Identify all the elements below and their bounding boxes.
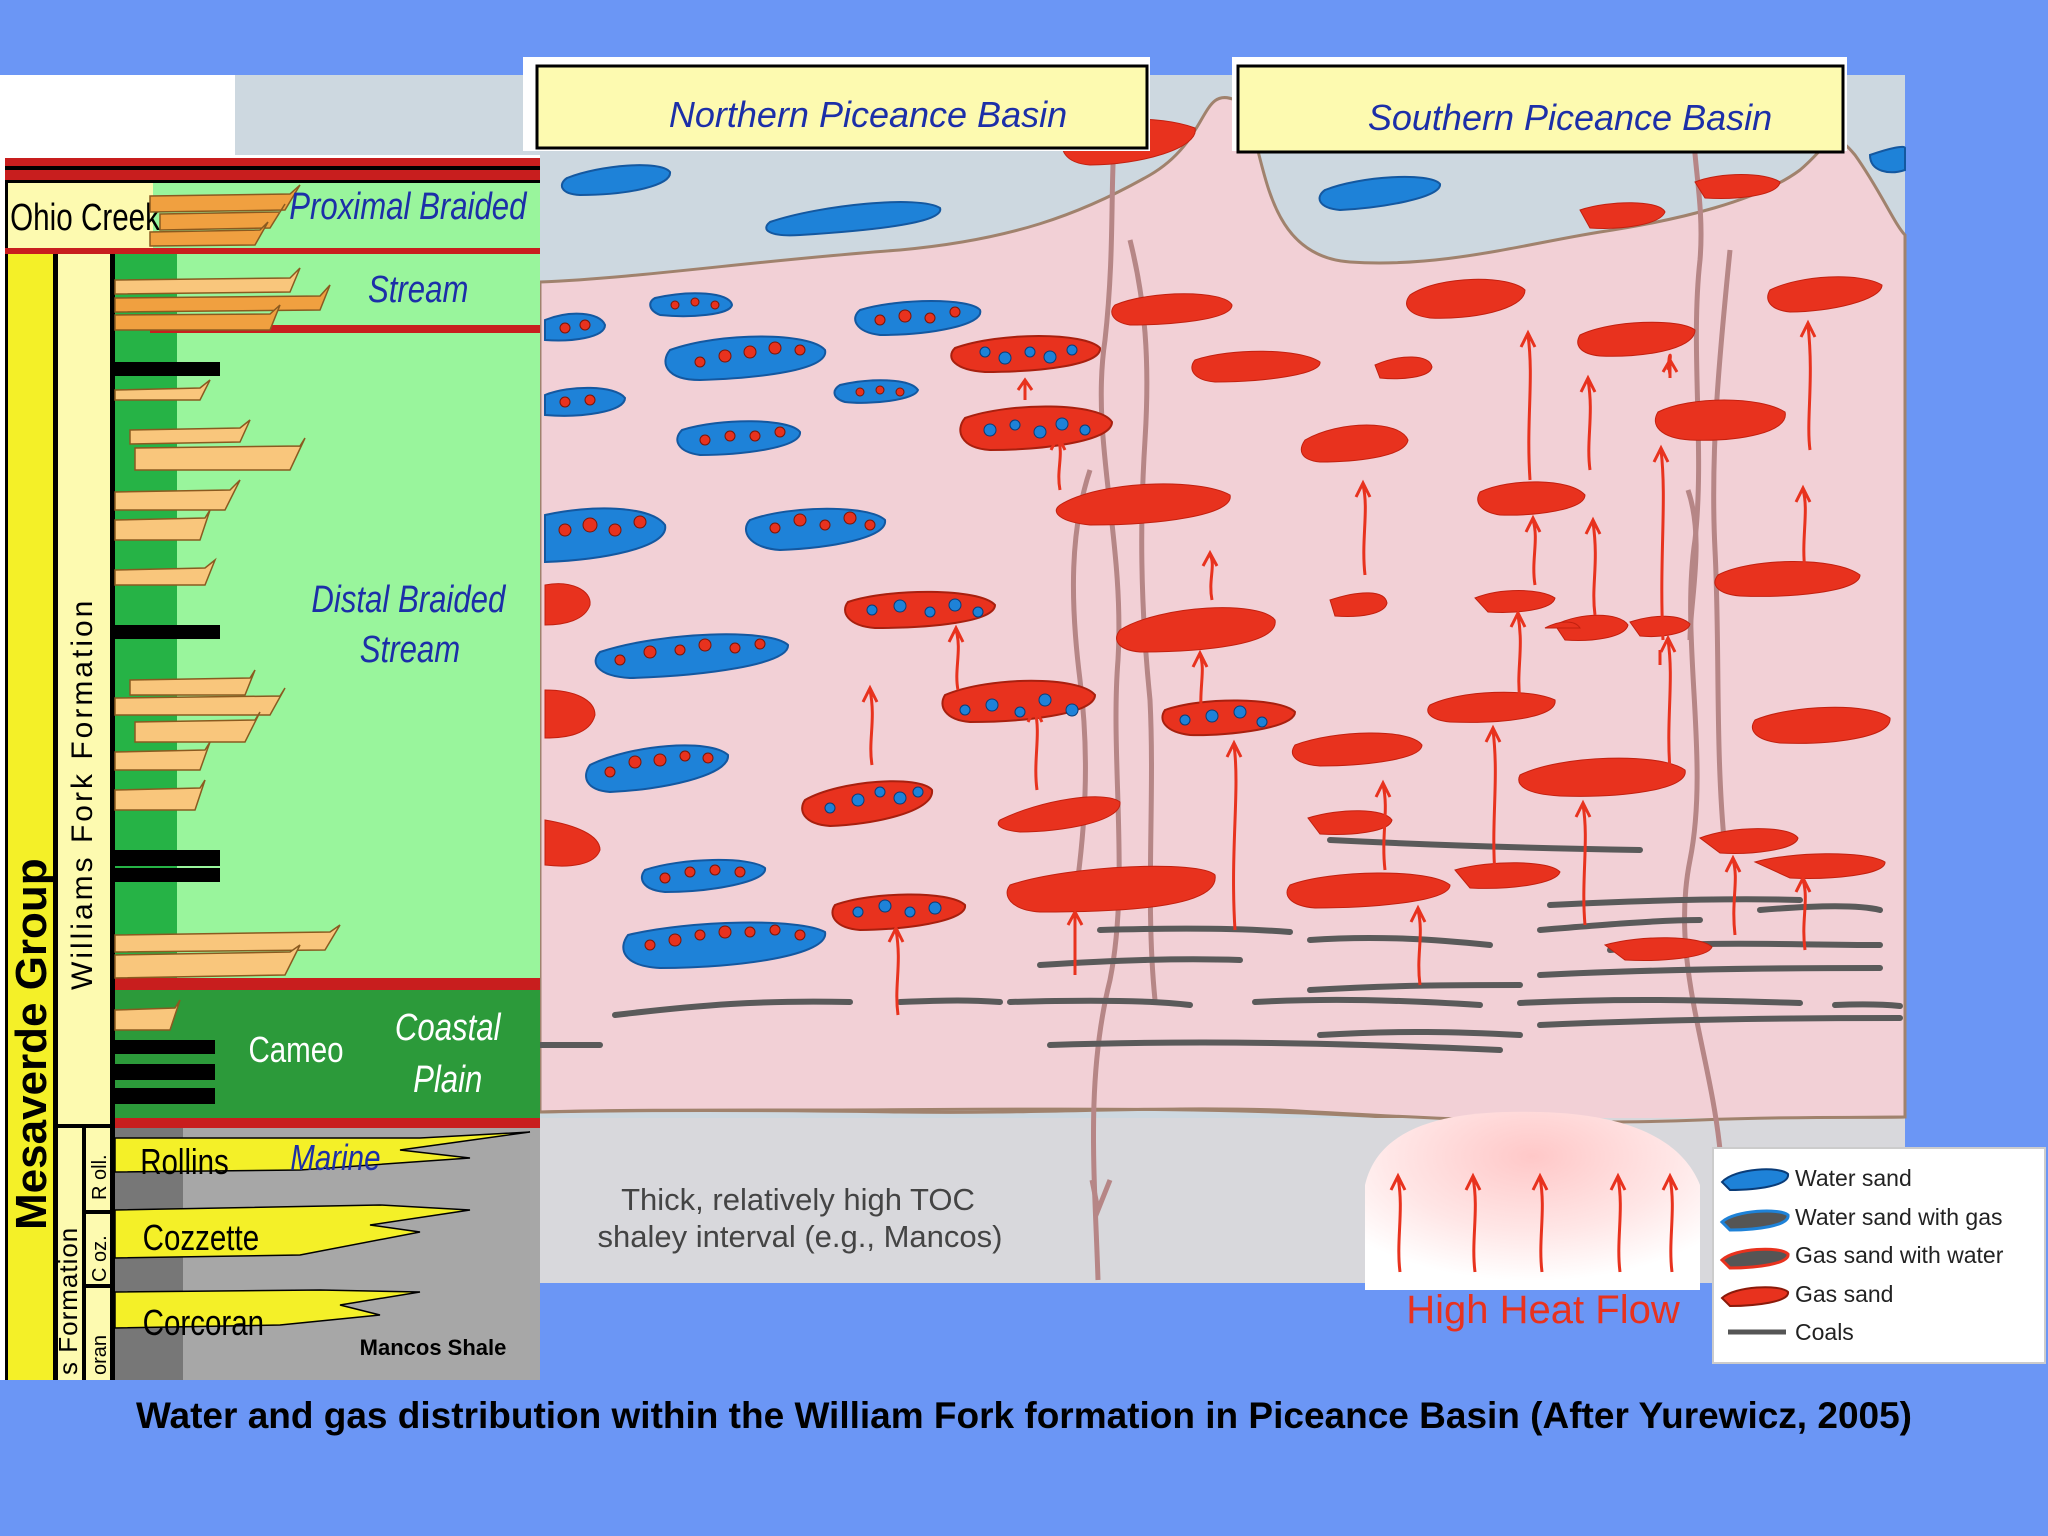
- heat-flow-label: High Heat Flow: [1406, 1288, 1680, 1332]
- top-strip: [0, 75, 235, 155]
- distal-braided-label-2: Stream: [360, 629, 460, 671]
- water-sand-gas: [649, 292, 734, 318]
- legend-swatch-gas-sand: [1720, 1286, 1789, 1308]
- water-sand: [560, 164, 671, 197]
- water-sand-gas: [854, 300, 982, 337]
- title-south: Southern Piceance Basin: [1368, 97, 1772, 138]
- legend-label: Water sand with gas: [1795, 1204, 2003, 1230]
- distal-braided-label-1: Distal Braided: [311, 579, 506, 621]
- heat-flow-zone: [1365, 1111, 1700, 1290]
- water-sands: [544, 145, 1906, 970]
- legend-label: Gas sand: [1795, 1281, 1893, 1307]
- water-sand-gas: [640, 859, 766, 894]
- shale-note-line2: shaley interval (e.g., Mancos): [598, 1219, 1003, 1254]
- stream-label: Stream: [368, 269, 468, 311]
- cross-section: High Heat Flow Thick, relatively high TO…: [537, 75, 1907, 1332]
- cozzette-label: Cozzette: [143, 1217, 259, 1257]
- legend-label: Gas sand with water: [1795, 1242, 2004, 1268]
- legend-swatch-gas-sand-water: [1719, 1247, 1790, 1270]
- water-sand-gas: [664, 335, 827, 382]
- rollins-label: Rollins: [140, 1141, 229, 1181]
- cameo-label: Cameo: [248, 1029, 343, 1069]
- water-sand: [1318, 175, 1441, 212]
- legend: Water sand Water sand with gas Gas sand …: [1712, 1147, 2046, 1364]
- figure-caption: Water and gas distribution within the Wi…: [135, 1395, 1913, 1436]
- water-sand-gas: [585, 744, 730, 794]
- heat-flow-arrows: [1389, 1172, 1679, 1273]
- mancos-shale-label: Mancos Shale: [360, 1335, 507, 1360]
- strat-column: Ohio Creek: [0, 155, 540, 1380]
- water-with-gas-dots: [558, 297, 961, 951]
- legend-label: Coals: [1795, 1319, 1854, 1345]
- coastal-label-2: Plain: [413, 1059, 482, 1101]
- shale-note-line1: Thick, relatively high TOC: [621, 1182, 975, 1217]
- water-sand-gas: [594, 633, 790, 680]
- williams-fork-label: Williams Fork Formation: [66, 598, 99, 990]
- proximal-braided-label: Proximal Braided: [289, 186, 528, 228]
- mesaverde-group-label: Mesaverde Group: [7, 858, 56, 1230]
- title-south-box: Southern Piceance Basin: [1232, 57, 1847, 154]
- legend-swatch-water-sand: [1720, 1168, 1789, 1192]
- legend-label: Water sand: [1795, 1165, 1912, 1191]
- water-sand: [765, 201, 942, 237]
- gas-sands: [544, 118, 1891, 961]
- roll-abbr-label: R oll.: [89, 1154, 111, 1200]
- fault-lines: [1070, 119, 1733, 1281]
- title-north: Northern Piceance Basin: [669, 94, 1067, 135]
- coz-abbr-label: C oz.: [89, 1235, 111, 1282]
- title-north-box: Northern Piceance Basin: [523, 57, 1150, 151]
- coal-beds: [537, 837, 1903, 1053]
- coastal-label-1: Coastal: [395, 1007, 502, 1049]
- water-sand: [1868, 145, 1906, 174]
- marine-label: Marine: [290, 1137, 380, 1177]
- water-sand-gas: [676, 420, 801, 457]
- gas-migration-arrows: [861, 319, 1817, 1016]
- corcoran-label: Corcoran: [143, 1302, 264, 1342]
- legend-swatch-water-sand-gas: [1719, 1209, 1790, 1232]
- gas-with-water-dots: [824, 344, 1268, 918]
- iles-formation-label: s Formation: [53, 1227, 83, 1375]
- water-sand-gas: [544, 312, 607, 342]
- ohio-creek-label: Ohio Creek: [10, 197, 161, 239]
- coran-abbr-label: oran: [89, 1335, 111, 1375]
